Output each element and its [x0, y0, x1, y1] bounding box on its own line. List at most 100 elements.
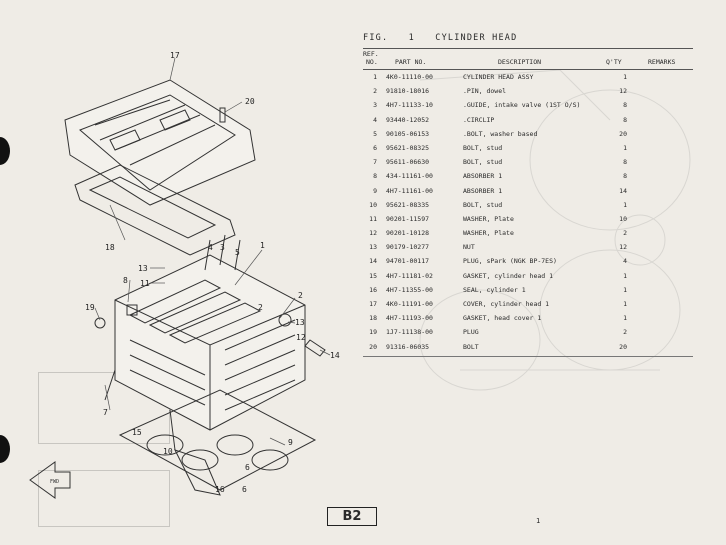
- svg-text:FWD: FWD: [50, 479, 59, 485]
- quantity: 1: [623, 271, 627, 280]
- ref-number: 17: [369, 300, 377, 308]
- quantity: 1: [623, 73, 627, 81]
- parts-table-header: REF. NO. PART NO. DESCRIPTION Q'TY REMAR…: [363, 48, 693, 70]
- part-number: 95621-08325: [386, 143, 430, 152]
- svg-text:14: 14: [330, 351, 340, 360]
- ref-number: 8: [373, 172, 377, 181]
- header-remarks: REMARKS: [648, 58, 676, 66]
- part-number: 90201-10128: [386, 229, 430, 238]
- quantity: 20: [619, 129, 627, 138]
- table-end-line: [363, 355, 693, 357]
- svg-text:1: 1: [260, 241, 265, 250]
- svg-text:12: 12: [296, 333, 306, 342]
- quantity: 8: [623, 158, 627, 167]
- quantity: 1: [623, 200, 627, 209]
- part-description: PLUG: [463, 328, 479, 337]
- part-description: COVER, cylinder head 1: [463, 300, 550, 308]
- part-number: 4H7-11133-10: [386, 101, 433, 110]
- table-row: 2 91810-18016 .PIN, dowel 12: [363, 84, 693, 98]
- quantity: 8: [623, 172, 627, 181]
- quantity: 12: [619, 243, 627, 252]
- svg-text:17: 17: [170, 51, 180, 60]
- leader-lines: [94, 57, 331, 446]
- part-number: 4K0-11110-00: [386, 73, 433, 81]
- part-description: GASKET, head cover 1: [463, 314, 542, 323]
- ref-number: 15: [369, 271, 377, 280]
- ref-number: 20: [369, 342, 377, 351]
- bleed-through-table-2: [38, 470, 170, 527]
- part-number: 4H7-11355-00: [386, 285, 433, 294]
- quantity: 2: [623, 229, 627, 238]
- ref-number: 4: [373, 115, 377, 124]
- ref-number: 10: [369, 200, 377, 209]
- svg-text:15: 15: [132, 428, 142, 437]
- part-number: 91316-06035: [386, 342, 430, 351]
- part-number: 93440-12052: [386, 115, 430, 124]
- svg-text:13: 13: [138, 264, 148, 273]
- svg-text:5: 5: [235, 248, 240, 257]
- part-description: ABSORBER 1: [463, 172, 503, 181]
- quantity: 8: [623, 115, 627, 124]
- exploded-view-diagram: 17 20 18 8 13 11 19 4 3 5 1 2 13 12 14 7…: [29, 51, 340, 499]
- svg-text:2: 2: [258, 303, 263, 312]
- quantity: 1: [623, 314, 627, 323]
- header-description: DESCRIPTION: [498, 58, 542, 66]
- part-description: .BOLT, washer based: [463, 129, 538, 138]
- ref-number: 18: [369, 314, 377, 323]
- part-description: CYLINDER HEAD ASSY: [463, 73, 534, 81]
- ref-number: 2: [373, 87, 377, 96]
- svg-text:13: 13: [295, 318, 305, 327]
- quantity: 12: [619, 87, 627, 96]
- svg-text:2: 2: [298, 291, 303, 300]
- ref-number: 14: [369, 257, 377, 266]
- callout-labels: 17 20 18 8 13 11 19 4 3 5 1 2 13 12 14 7…: [85, 51, 340, 494]
- bleed-through-ghost: [419, 69, 691, 391]
- part-description: SEAL, cylinder 1: [463, 285, 526, 294]
- svg-text:8: 8: [123, 276, 128, 285]
- ref-number: 5: [373, 129, 377, 138]
- part-description: BOLT, stud: [463, 143, 503, 152]
- binder-hole-bottom: [0, 435, 10, 463]
- svg-text:6: 6: [242, 485, 247, 494]
- svg-text:10: 10: [163, 447, 173, 456]
- ref-number: 13: [369, 243, 377, 252]
- front-arrow-icon: FWD: [29, 461, 71, 499]
- header-ref-line1: REF.: [363, 50, 379, 58]
- svg-text:6: 6: [245, 463, 250, 472]
- section-page-tab: B2: [327, 507, 377, 526]
- head-cover-gasket: [74, 164, 236, 256]
- quantity: 1: [623, 300, 627, 308]
- ref-number: 12: [369, 229, 377, 238]
- part-description: NUT: [463, 243, 475, 252]
- part-number: 90105-06153: [386, 129, 430, 138]
- part-description: WASHER, Plate: [463, 214, 514, 223]
- table-row: 5 90105-06153 .BOLT, washer based 20: [363, 127, 693, 141]
- svg-text:16: 16: [215, 485, 225, 494]
- part-number: 90179-10277: [386, 243, 430, 252]
- quantity: 4: [623, 257, 627, 266]
- part-number: 94701-00117: [386, 257, 430, 266]
- quantity: 14: [619, 186, 627, 195]
- part-number: 91810-18016: [386, 87, 430, 96]
- quantity: 20: [619, 342, 627, 351]
- svg-text:19: 19: [85, 303, 95, 312]
- part-description: .PIN, dowel: [463, 87, 507, 96]
- part-description: GASKET, cylinder head 1: [463, 271, 554, 280]
- figure-label: FIG.: [363, 33, 389, 43]
- cylinder-head: [114, 254, 306, 431]
- page-number: 1: [536, 517, 541, 525]
- part-description: .GUIDE, intake valve (1ST O/S): [463, 101, 581, 110]
- svg-text:9: 9: [288, 438, 293, 447]
